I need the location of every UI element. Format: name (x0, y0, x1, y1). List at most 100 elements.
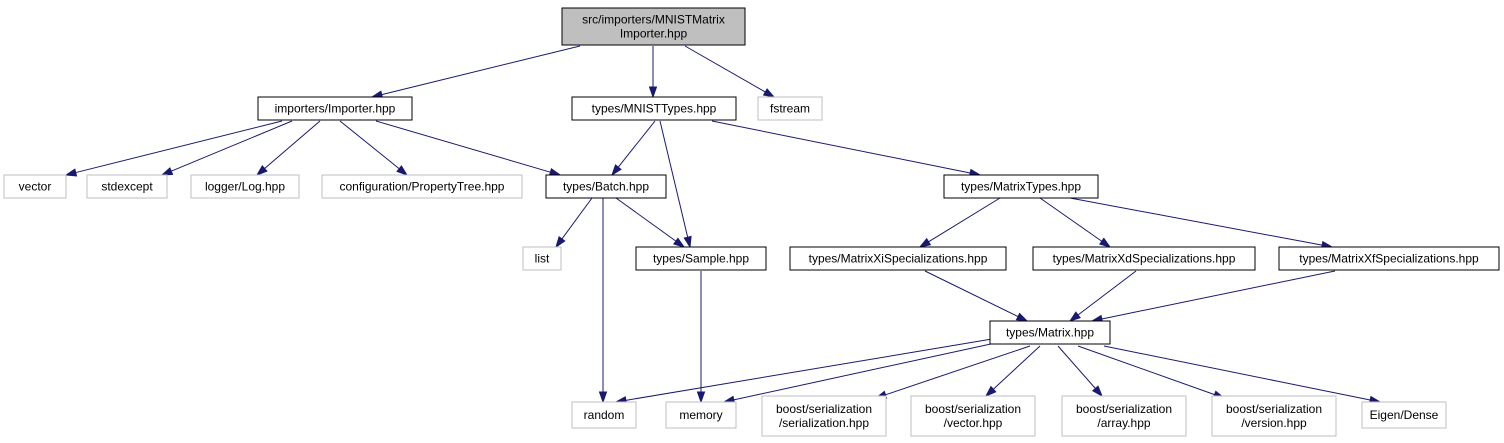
node-box (1278, 246, 1500, 271)
node-label: list (535, 252, 550, 266)
node-xf[interactable]: types/MatrixXfSpecializations.hpp (1278, 246, 1500, 271)
edge-line (928, 197, 1001, 243)
node-label: fstream (770, 102, 810, 116)
edge-batch-to-sample (615, 197, 686, 248)
node-label: boost/serialization (1226, 402, 1322, 416)
edge-matrix-to-eigen (1103, 345, 1382, 405)
arrowhead-icon (1098, 237, 1112, 248)
node-box (910, 395, 1036, 437)
edge-line (659, 120, 689, 238)
edge-line (1077, 270, 1137, 316)
arrowhead-icon (1068, 311, 1081, 322)
edge-line (339, 120, 400, 170)
node-random: random (571, 401, 637, 429)
arrowhead-icon (598, 391, 608, 404)
node-box (571, 401, 637, 429)
node-sample[interactable]: types/Sample.hpp (635, 246, 767, 271)
node-box (561, 7, 746, 46)
node-matrix[interactable]: types/Matrix.hpp (989, 320, 1111, 345)
edge-xd-to-matrix (1068, 270, 1137, 322)
edge-root-to-mnisttypes (648, 46, 658, 99)
edge-importer-to-stdexcept (160, 120, 293, 176)
edge-line (1057, 345, 1096, 389)
edge-line (684, 45, 766, 93)
edge-xf-to-matrix (1090, 270, 1336, 324)
edge-batch-to-random (598, 198, 608, 404)
edge-line (992, 345, 1041, 390)
node-batch[interactable]: types/Batch.hpp (545, 174, 667, 199)
edge-xi-to-matrix (924, 270, 1029, 322)
node-label: random (584, 408, 625, 422)
node-box (761, 395, 887, 437)
node-label: types/MatrixXfSpecializations.hpp (1299, 252, 1479, 266)
node-xd[interactable]: types/MatrixXdSpecializations.hpp (1032, 246, 1256, 271)
arrowhead-icon (1015, 312, 1029, 322)
arrowhead-icon (255, 164, 268, 176)
node-label: types/Sample.hpp (653, 252, 749, 266)
edge-matrix-to-memory (722, 341, 1001, 404)
node-bvec: boost/serialization/vector.hpp (910, 395, 1036, 437)
node-label: /array.hpp (1097, 416, 1150, 430)
node-label: types/Batch.hpp (563, 180, 649, 194)
edge-line (561, 197, 593, 240)
edge-mnisttypes-to-sample (659, 120, 692, 249)
node-box (86, 174, 168, 199)
node-label: boost/serialization (776, 402, 872, 416)
edge-matrix-to-bser (874, 345, 1031, 399)
node-label: Importer.hpp (620, 27, 688, 41)
node-log: logger/Log.hpp (190, 174, 300, 199)
node-box (943, 174, 1099, 199)
node-importer[interactable]: importers/Importer.hpp (257, 96, 413, 121)
node-label: configuration/PropertyTree.hpp (340, 180, 505, 194)
node-box (1361, 401, 1447, 429)
node-label: types/MatrixTypes.hpp (961, 180, 1081, 194)
edge-root-to-importer (370, 45, 581, 99)
node-box (1032, 246, 1256, 271)
node-label: stdexcept (101, 180, 153, 194)
node-label: importers/Importer.hpp (275, 102, 396, 116)
edge-importer-to-log (255, 120, 321, 176)
edge-line (1069, 197, 1323, 246)
arrowhead-icon (555, 236, 566, 249)
node-label: boost/serialization (1076, 402, 1172, 416)
edge-line (375, 120, 551, 173)
node-label: memory (679, 408, 722, 422)
node-box (789, 246, 1007, 271)
edge-matrixtypes-to-xi (918, 197, 1001, 248)
edge-line (1039, 197, 1103, 242)
node-box (545, 174, 667, 199)
node-label: /vector.hpp (944, 416, 1003, 430)
edge-mnisttypes-to-matrixtypes (711, 120, 982, 178)
node-mnisttypes[interactable]: types/MNISTTypes.hpp (571, 96, 737, 121)
edge-line (1101, 270, 1336, 320)
edge-batch-to-list (555, 197, 593, 249)
node-matrixtypes[interactable]: types/MatrixTypes.hpp (943, 174, 1099, 199)
edge-matrix-to-bvec (984, 345, 1041, 398)
edge-matrix-to-random (614, 337, 999, 405)
node-stdexcept: stdexcept (86, 174, 168, 199)
node-label: src/importers/MNISTMatrix (582, 13, 725, 27)
arrowhead-icon (396, 165, 409, 176)
edge-line (171, 120, 293, 172)
node-box (989, 320, 1111, 345)
arrowhead-icon (696, 391, 706, 404)
node-box (1061, 395, 1187, 437)
node-xi[interactable]: types/MatrixXiSpecializations.hpp (789, 246, 1007, 271)
node-proptree: configuration/PropertyTree.hpp (321, 174, 523, 199)
edge-matrixtypes-to-xd (1039, 197, 1112, 248)
node-box (757, 96, 823, 121)
edge-matrixtypes-to-xf (1069, 197, 1334, 250)
node-barr: boost/serialization/array.hpp (1061, 395, 1187, 437)
node-label: vector (19, 180, 52, 194)
node-label: /serialization.hpp (779, 416, 869, 430)
edge-line (615, 197, 677, 242)
edge-line (264, 120, 321, 169)
node-label: /version.hpp (1241, 416, 1307, 430)
arrowhead-icon (673, 237, 686, 248)
node-label: types/MatrixXiSpecializations.hpp (809, 252, 988, 266)
edge-importer-to-proptree (339, 120, 409, 176)
edge-sample-to-memory (696, 271, 706, 404)
arrowhead-icon (762, 88, 776, 98)
node-box (522, 246, 562, 271)
